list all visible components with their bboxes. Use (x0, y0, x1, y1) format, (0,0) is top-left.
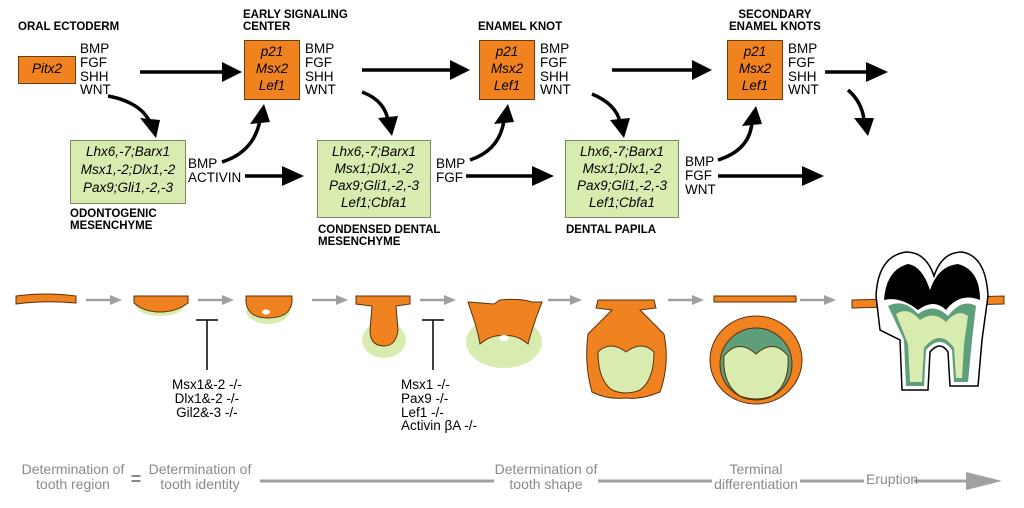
enamel-knot-box: p21 Msx2 Lef1 (479, 40, 535, 100)
mesenchyme-signals: BMP ACTIVIN (188, 156, 242, 185)
mesenchyme-signals: BMP FGF (436, 156, 466, 185)
knot-gene: p21 (260, 44, 284, 59)
early-signaling-center-box: p21 Msx2 Lef1 (244, 40, 300, 100)
stage-equals: = (130, 469, 142, 489)
mesenchyme-gene: Lef1;Cbfa1 (588, 195, 656, 210)
header-oral-ectoderm: ORAL ECTODERM (18, 21, 120, 33)
header-enamel-knot: ENAMEL KNOT (478, 21, 563, 33)
pitx2-box: Pitx2 (18, 56, 76, 84)
mesenchyme-gene: Lhx6,-7;Barx1 (85, 144, 171, 159)
stage-eruption: Eruption (866, 471, 919, 487)
knot-gene: p21 (495, 44, 519, 59)
knot-gene: Lef1 (258, 78, 286, 93)
stage-cap (467, 298, 543, 345)
header-dental-papila: DENTAL PAPILA (566, 224, 657, 236)
signal-arrows (107, 60, 888, 186)
stage-bud (355, 295, 411, 347)
stage-initiation (15, 293, 77, 305)
epithelial-signals: BMP FGF SHH WNT (80, 41, 111, 98)
header-early-signaling-center: EARLY SIGNALING CENTER (243, 9, 348, 33)
knot-gene: Msx2 (490, 61, 524, 76)
arrow-curve-down (591, 92, 622, 123)
arrow-curve-down (361, 90, 390, 121)
mesenchyme-gene: Msx1;Dlx1,-2 (582, 161, 662, 176)
mesenchyme-gene: Pax9;Gli1,-2,-3 (82, 180, 174, 195)
mesenchyme-gene: Msx1;Dlx1,-2 (334, 161, 414, 176)
stage-tooth-shape: Determination of tooth shape (494, 461, 598, 493)
epithelial-signals: BMP FGF SHH WNT (788, 41, 819, 98)
epithelial-signals: BMP FGF SHH WNT (305, 41, 336, 98)
stage-bud-early (245, 295, 293, 319)
mesenchyme-gene: Lhx6,-7;Barx1 (331, 144, 417, 159)
pitx2-label: Pitx2 (31, 61, 62, 76)
knot-gene: Lef1 (741, 78, 769, 93)
condensed-mesenchyme-box: Lhx6,-7;Barx1 Msx1;Dlx1,-2 Pax9;Gli1,-2,… (317, 140, 431, 218)
dental-papila-box: Lhx6,-7;Barx1 Msx1;Dlx1,-2 Pax9;Gli1,-2,… (565, 140, 679, 218)
mesenchyme-gene: Pax9;Gli1,-2,-3 (576, 178, 668, 193)
tooth-stage-drawings (15, 251, 1005, 405)
knot-gene: Lef1 (493, 78, 521, 93)
mesenchyme-gene: Lhx6,-7;Barx1 (579, 144, 665, 159)
stage-progress-line (260, 472, 1002, 490)
mutants-later: Msx1 -/- Pax9 -/- Lef1 -/- Activin βA -/… (401, 377, 478, 434)
header-condensed-mesenchyme: CONDENSED DENTAL MESENCHYME (318, 224, 441, 248)
stage-terminal-differentiation: Terminal differentiation (714, 461, 798, 493)
stage-arrows (86, 295, 836, 305)
stage-tooth-region: Determination of tooth region (21, 461, 125, 493)
epithelial-signals: BMP FGF SHH WNT (540, 41, 571, 98)
header-odontogenic-mesenchyme: ODONTOGENIC MESENCHYME (70, 208, 157, 232)
secondary-enamel-knots-box: p21 Msx2 Lef1 (727, 40, 783, 100)
mesenchyme-gene: Msx1,-2;Dlx1,-2 (80, 162, 176, 177)
arrow-curve-up (717, 121, 754, 162)
knot-gene: Msx2 (255, 61, 289, 76)
mutants-early: Msx1&-2 -/- Dlx1&-2 -/- Gil2&-3 -/- (172, 377, 242, 420)
mesenchyme-gene: Lef1;Cbfa1 (340, 195, 408, 210)
mesenchyme-gene: Pax9;Gli1,-2,-3 (328, 178, 420, 193)
knot-gene: Msx2 (738, 61, 772, 76)
arrow-curve-up (469, 119, 506, 162)
arrow-curve-up (221, 119, 262, 164)
inhibition-markers (196, 319, 444, 370)
mesenchyme-signals: BMP FGF WNT (685, 154, 716, 197)
header-secondary-enamel-knots: SECONDARY ENAMEL KNOTS (729, 9, 821, 33)
knot-gene: p21 (743, 44, 767, 59)
odontogenic-mesenchyme-box: Lhx6,-7;Barx1 Msx1,-2;Dlx1,-2 Pax9;Gli1,… (70, 140, 186, 204)
arrow-curve-down (846, 88, 866, 121)
arrow-curve-down (107, 94, 152, 123)
stage-thickening (133, 295, 189, 313)
stage-tooth-identity: Determination of tooth identity (148, 461, 252, 493)
